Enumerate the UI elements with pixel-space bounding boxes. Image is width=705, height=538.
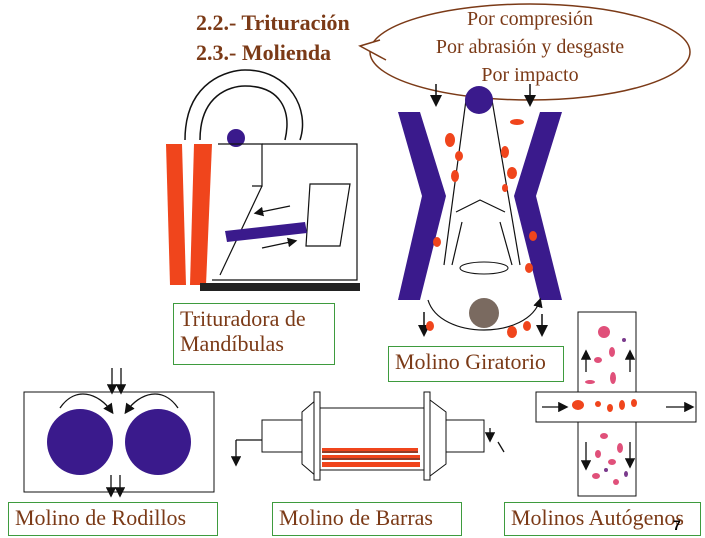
jaw-moving-plate (190, 144, 212, 285)
mechanism-compression: Por compresión (466, 8, 594, 30)
jaw-crusher-hood (184, 69, 304, 141)
jaw-crusher-drawing (166, 69, 360, 291)
autogenous-mill-label: Molinos Autógenos (504, 502, 701, 536)
rod-3 (322, 462, 420, 467)
gyratory-ball (469, 298, 499, 328)
page-number: 7 (673, 517, 681, 533)
bubble-tail (358, 39, 387, 61)
gyratory-mill-label: Molino Giratorio (388, 346, 564, 382)
title-trituracion: 2.2.- Trituración (196, 10, 350, 35)
jaw-base (200, 283, 360, 291)
rod-2 (322, 455, 420, 460)
roller-right (125, 409, 191, 475)
gyratory-head (465, 86, 493, 114)
mechanism-impact: Por impacto (481, 64, 579, 86)
mechanism-abrasion: Por abrasión y desgaste (435, 36, 625, 58)
gyratory-left-wall (398, 112, 446, 300)
roller-left (47, 409, 113, 475)
gyratory-mill-drawing (398, 84, 562, 338)
roller-mill-drawing (23, 368, 215, 498)
jaw-crusher-label: Trituradora de Mandíbulas (173, 303, 335, 365)
autogenous-mill-drawing (535, 311, 697, 497)
jaw-crusher-label-line2: Mandíbulas (180, 331, 284, 357)
roller-mill-label: Molino de Rodillos (8, 502, 218, 536)
rod-mill-label: Molino de Barras (272, 502, 462, 536)
jaw-eccentric-dot (227, 129, 245, 147)
rod-mill-drawing (230, 391, 505, 481)
jaw-crusher-label-line1: Trituradora de (180, 306, 306, 331)
gyratory-right-wall (514, 112, 562, 300)
rod-mill-drum (315, 407, 427, 471)
jaw-fixed-plate (166, 144, 186, 285)
jaw-toggle-plate (225, 222, 307, 242)
rod-1 (322, 448, 418, 453)
title-molienda: 2.3.- Molienda (196, 40, 332, 65)
